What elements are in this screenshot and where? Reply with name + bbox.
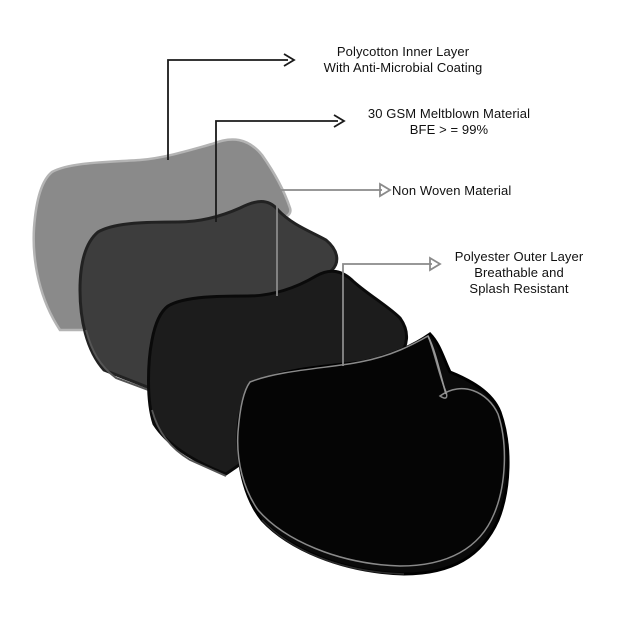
leader-meltblown-arrowhead — [333, 114, 346, 128]
outer-layer-nose-fold — [427, 335, 447, 395]
label-meltblown-line-2: BFE > = 99% — [409, 122, 489, 137]
nonwoven-layer-rim — [151, 409, 227, 477]
label-meltblown-layer: 30 GSM Meltblown Material BFE > = 99% — [346, 106, 552, 138]
outer-layer-shape — [236, 332, 510, 576]
label-inner-layer: Polycotton Inner Layer With Anti-Microbi… — [292, 44, 514, 76]
leader-nonwoven — [276, 182, 392, 296]
label-outer-line-3: Splash Resistant — [469, 281, 569, 296]
label-inner-line-1: Polycotton Inner Layer — [336, 44, 470, 59]
label-inner-line-2: With Anti-Microbial Coating — [323, 60, 483, 75]
nonwoven-layer-body — [147, 269, 408, 476]
leader-outer — [342, 256, 442, 366]
leader-meltblown — [215, 114, 346, 222]
leader-outer-arrowhead — [429, 256, 442, 272]
label-nonwoven-layer: Non Woven Material — [392, 183, 540, 199]
meltblown-layer-rim — [85, 329, 171, 399]
label-meltblown-line-1: 30 GSM Meltblown Material — [367, 106, 531, 121]
outer-layer-bottom-seam — [261, 519, 405, 575]
label-outer-layer: Polyester Outer Layer Breathable and Spl… — [436, 249, 602, 297]
leader-outer-line — [342, 263, 432, 366]
leader-meltblown-line — [215, 120, 338, 222]
label-outer-line-2: Breathable and — [474, 265, 564, 280]
nonwoven-layer-shape — [147, 269, 408, 477]
label-outer-line-1: Polyester Outer Layer — [454, 249, 584, 264]
leader-inner-line — [167, 59, 288, 160]
leader-inner-arrowhead — [283, 53, 296, 67]
outer-layer-front — [236, 334, 506, 567]
label-nonwoven-line-1: Non Woven Material — [392, 183, 512, 198]
leader-nonwoven-arrowhead — [379, 182, 392, 198]
leader-nonwoven-line — [276, 189, 382, 296]
leader-inner — [167, 53, 296, 160]
